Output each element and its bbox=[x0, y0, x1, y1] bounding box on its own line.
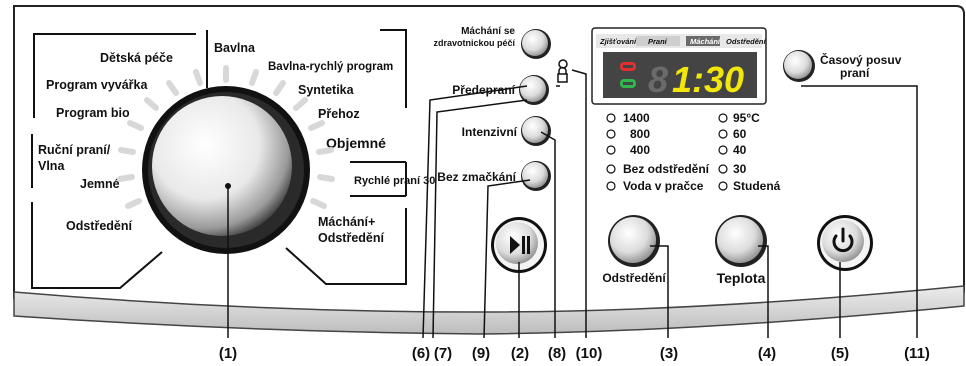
spin-option-voda: Voda v pračce bbox=[623, 179, 704, 193]
intenzivni-label: Intenzivní bbox=[462, 125, 518, 139]
casovy-posuv-label-2: praní bbox=[840, 66, 870, 80]
power-icon bbox=[832, 227, 854, 253]
temp-options: 95°C 60 40 30 Studená bbox=[733, 111, 781, 193]
odstredeni-button[interactable] bbox=[608, 215, 660, 267]
callout-6: (6) bbox=[412, 345, 430, 362]
callout-7: (7) bbox=[434, 345, 452, 362]
callout-8: (8) bbox=[548, 345, 566, 362]
lcd-time: 1:30 bbox=[672, 59, 744, 100]
program-frame bbox=[31, 29, 407, 289]
casovy-posuv-button[interactable] bbox=[783, 50, 815, 82]
display-panel: Zjišťování Praní Máchání Odstředění 8 1:… bbox=[591, 27, 767, 105]
callout-1: (1) bbox=[219, 345, 237, 362]
temp-option-40: 40 bbox=[733, 143, 747, 157]
predeprani-button[interactable] bbox=[519, 75, 549, 105]
machani-zdrav-label-2: zdravotnickou péčí bbox=[433, 38, 515, 48]
display-tab-machani: Máchání bbox=[690, 37, 721, 46]
spin-options: 1400 800 400 Bez odstředění Voda v pračc… bbox=[623, 111, 710, 193]
predeprani-label: Předepraní bbox=[452, 83, 515, 97]
program-label-machani-plus: Máchání+ bbox=[318, 215, 375, 229]
callout-9: (9) bbox=[472, 345, 490, 362]
program-label-rychle-30: Rychlé praní 30 bbox=[354, 175, 435, 187]
program-label-objemne: Objemné bbox=[326, 135, 386, 151]
water-indicator-icon bbox=[620, 79, 636, 88]
child-lock-icon bbox=[556, 59, 568, 87]
intenzivni-button[interactable] bbox=[521, 116, 551, 146]
callout-11: (11) bbox=[904, 345, 930, 362]
lcd-ghost-digit: 8 bbox=[648, 59, 668, 100]
program-label-prehoz: Přehoz bbox=[318, 107, 360, 121]
door-lock-indicator-icon bbox=[620, 62, 636, 71]
program-label-machani-odstredeni: Odstředění bbox=[318, 231, 385, 245]
program-label-bavlna: Bavlna bbox=[214, 41, 256, 55]
program-label-detska-pece: Dětská péče bbox=[100, 51, 173, 65]
lcd-screen bbox=[603, 52, 757, 98]
display-tab-zjistovani: Zjišťování bbox=[599, 37, 637, 46]
option-lists bbox=[606, 113, 728, 191]
temp-option-95: 95°C bbox=[733, 111, 760, 125]
temp-option-30: 30 bbox=[733, 162, 747, 176]
program-label-rucni-prani: Ruční praní/ bbox=[38, 143, 111, 157]
callouts: (1) (6) (7) (9) (2) (8) (10) (3) (4) (5)… bbox=[219, 345, 930, 362]
spin-option-bez-odstredeni: Bez odstředění bbox=[623, 162, 710, 176]
callout-leaders bbox=[227, 69, 918, 339]
power-button[interactable] bbox=[817, 215, 873, 271]
teplota-button-label: Teplota bbox=[717, 270, 766, 286]
program-label-jemne: Jemné bbox=[80, 177, 120, 191]
casovy-posuv-label-1: Časový posuv bbox=[820, 52, 902, 67]
display-tab-odstredeni: Odstředění bbox=[726, 37, 767, 46]
program-label-odstredeni: Odstředění bbox=[66, 219, 133, 233]
program-label-syntetika: Syntetika bbox=[298, 83, 355, 97]
spin-option-800: 800 bbox=[630, 127, 650, 141]
knob-ticks bbox=[117, 65, 335, 209]
program-label-bavlna-rychly: Bavlna-rychlý program bbox=[268, 61, 393, 73]
callout-2: (2) bbox=[511, 345, 529, 362]
temp-option-60: 60 bbox=[733, 127, 747, 141]
play-pause-icon bbox=[510, 236, 530, 254]
program-label-bio: Program bio bbox=[56, 106, 130, 120]
program-labels: Dětská péče Bavlna Bavlna-rychlý program… bbox=[38, 41, 435, 245]
callout-5: (5) bbox=[831, 345, 849, 362]
program-label-vyvarka: Program vyvářka bbox=[46, 78, 149, 92]
teplota-button[interactable] bbox=[715, 215, 767, 267]
machani-zdrav-label-1: Máchání se bbox=[461, 26, 515, 37]
program-label-vlna: Vlna bbox=[38, 159, 65, 173]
spin-option-400: 400 bbox=[630, 143, 650, 157]
display-tab-prani: Praní bbox=[648, 37, 668, 46]
program-knob[interactable] bbox=[142, 86, 310, 254]
odstredeni-button-label: Odstředění bbox=[602, 271, 666, 285]
temp-option-studena: Studená bbox=[733, 179, 781, 193]
callout-4: (4) bbox=[758, 345, 776, 362]
callout-10: (10) bbox=[576, 345, 603, 362]
start-pause-button[interactable] bbox=[491, 217, 547, 273]
bez-zmackani-button[interactable] bbox=[521, 161, 551, 191]
spin-option-1400: 1400 bbox=[623, 111, 650, 125]
callout-3: (3) bbox=[660, 345, 678, 362]
machani-zdrav-button[interactable] bbox=[521, 29, 551, 59]
bez-zmackani-label: Bez zmačkání bbox=[437, 170, 516, 184]
option-buttons: Máchání se zdravotnickou péčí Předepraní… bbox=[433, 26, 568, 191]
